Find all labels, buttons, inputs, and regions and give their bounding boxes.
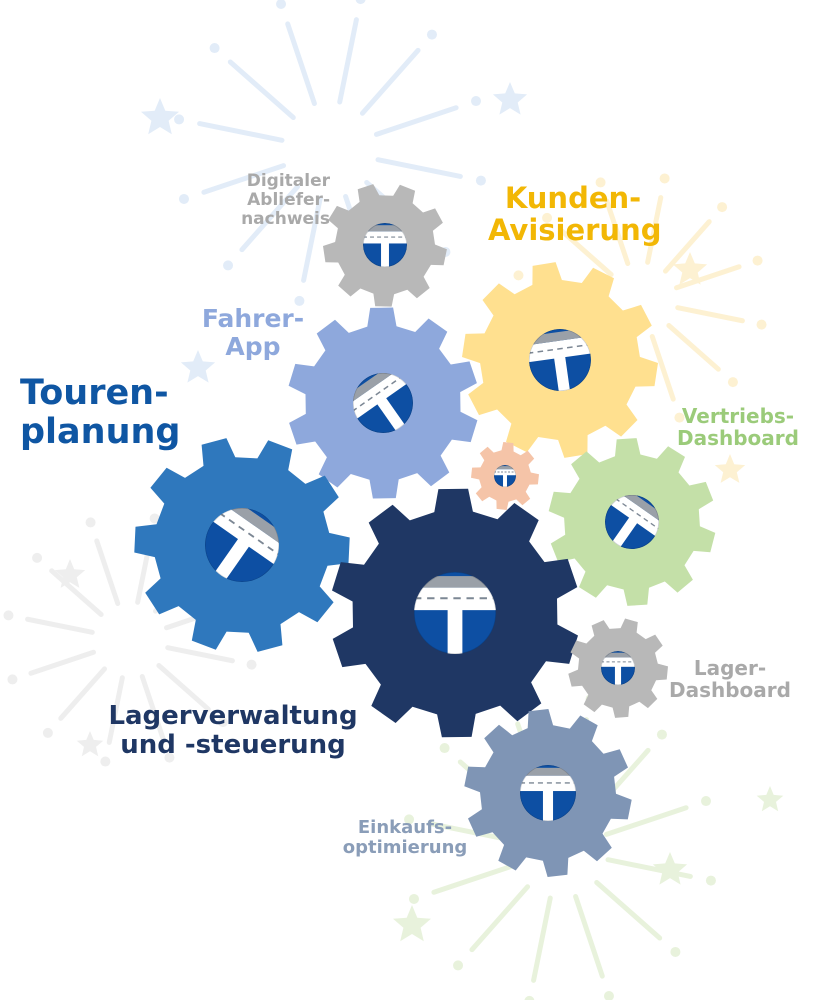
- star-icon: [393, 905, 431, 942]
- gear-kunden-avisierung: [462, 262, 658, 458]
- gear-digitaler-abliefernachweis: [323, 184, 447, 307]
- label-einkaufsoptimierung: Einkaufs- optimierung: [342, 817, 468, 859]
- truck-logo-icon: [605, 495, 659, 549]
- gear-lagerverwaltung: [332, 488, 578, 738]
- label-fahrer-app: Fahrer- App: [201, 304, 305, 361]
- label-vertriebs-dashboard: Vertriebs- Dashboard: [677, 404, 799, 451]
- gear-vertriebs-dashboard: [548, 438, 716, 606]
- truck-logo-icon: [601, 651, 635, 685]
- star-icon: [141, 98, 179, 135]
- truck-logo-icon: [414, 572, 496, 654]
- label-kunden-avisierung: Kunden- Avisierung: [488, 181, 662, 248]
- star-icon: [492, 82, 528, 115]
- star-icon: [714, 454, 746, 483]
- star-icon: [180, 350, 216, 383]
- label-digitaler-abliefernachweis: Digitaler Abliefer- nachweis: [241, 171, 330, 230]
- truck-logo-icon: [353, 373, 413, 433]
- firework-icon: [174, 0, 486, 306]
- truck-logo-icon: [494, 465, 516, 487]
- gear-small-center: [471, 442, 539, 510]
- truck-logo-icon: [363, 223, 407, 267]
- star-icon: [54, 559, 86, 588]
- gear-einkaufsoptimierung: [464, 709, 632, 877]
- gear-lager-dashboard: [568, 618, 668, 718]
- star-icon: [756, 786, 784, 812]
- label-lagerverwaltung: Lagerverwaltung und -steuerung: [108, 701, 358, 761]
- truck-logo-icon: [205, 508, 279, 582]
- truck-logo-icon: [520, 765, 576, 821]
- label-tourenplanung: Touren- planung: [20, 373, 181, 453]
- star-icon: [672, 252, 708, 285]
- star-icon: [76, 731, 104, 757]
- gear-tourenplanung: [134, 438, 350, 652]
- label-lager-dashboard: Lager- Dashboard: [669, 656, 791, 703]
- gear-fahrer-app: [288, 307, 478, 499]
- star-icon: [652, 852, 688, 885]
